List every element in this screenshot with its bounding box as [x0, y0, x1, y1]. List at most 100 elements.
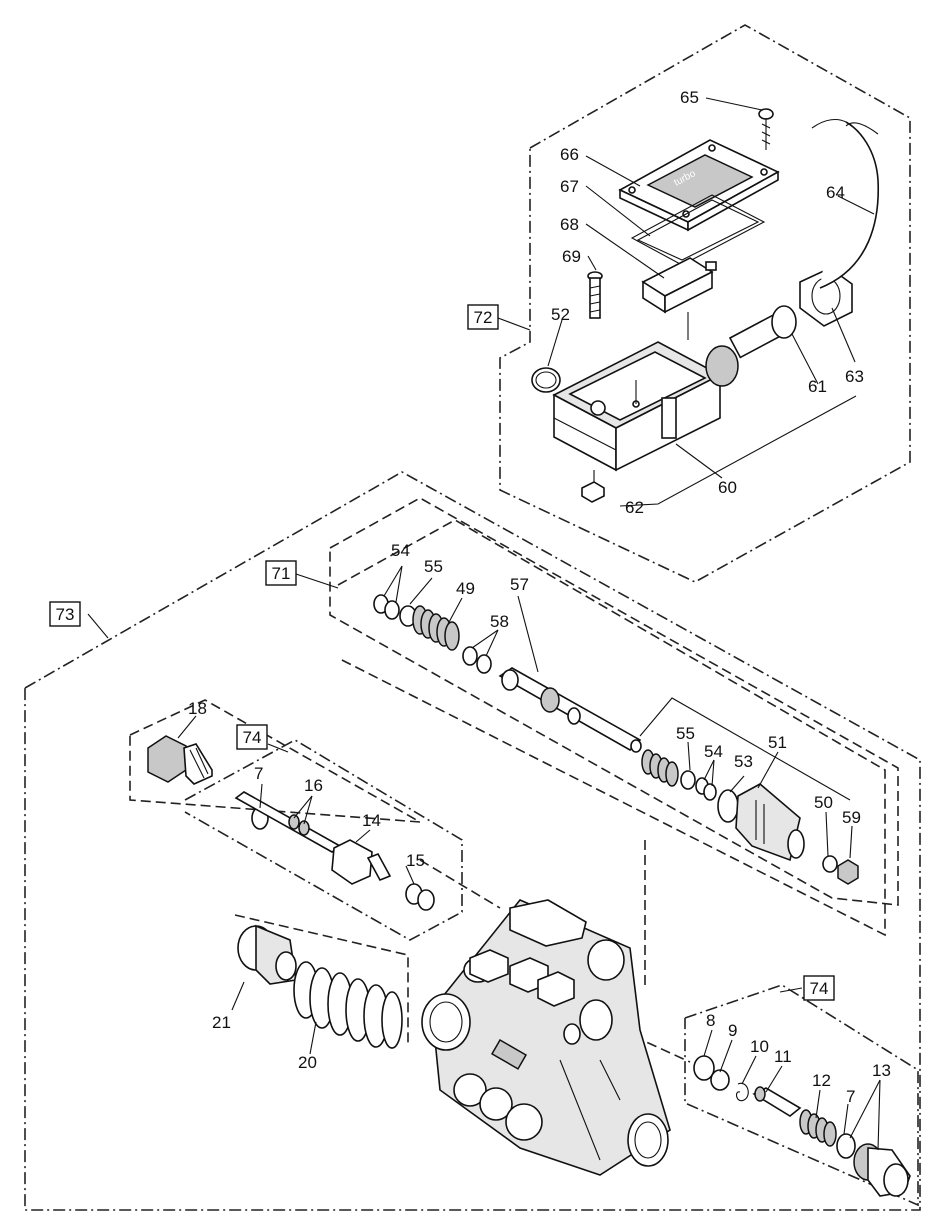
callout-63: 63 — [845, 367, 864, 386]
cord-64 — [819, 121, 880, 289]
callout-49: 49 — [456, 579, 475, 598]
callout-18: 18 — [188, 699, 207, 718]
connector-line — [419, 859, 501, 909]
callout-51: 51 — [768, 733, 787, 752]
oring-15b — [417, 889, 435, 911]
callout-7-right: 7 — [846, 1087, 855, 1106]
callout-58: 58 — [490, 612, 509, 631]
callout-55-mid: 55 — [676, 724, 695, 743]
callout-64: 64 — [826, 183, 845, 202]
callout-74-right: 74 — [810, 979, 829, 998]
callout-21: 21 — [212, 1013, 231, 1032]
callout-16: 16 — [304, 776, 323, 795]
callout-57: 57 — [510, 575, 529, 594]
seat-14 — [331, 839, 392, 885]
callout-71: 71 — [272, 564, 291, 583]
washer-50 — [822, 855, 838, 873]
boundary-71-inner — [337, 519, 886, 937]
callout-9: 9 — [728, 1021, 737, 1040]
callout-box-74-right — [803, 975, 835, 1001]
callout-68: 68 — [560, 215, 579, 234]
callout-74-left: 74 — [243, 728, 262, 747]
callout-73: 73 — [56, 605, 75, 624]
screw-65 — [758, 108, 774, 150]
boundary-71 — [329, 497, 899, 906]
fitting-61 — [705, 305, 797, 387]
wire-64a — [811, 118, 847, 129]
callout-54-top: 54 — [391, 541, 410, 560]
callout-60: 60 — [718, 478, 737, 497]
housing-60 — [552, 341, 722, 472]
callout-55-top: 55 — [424, 557, 443, 576]
sleeve-51 — [735, 783, 805, 862]
callout-13: 13 — [872, 1061, 891, 1080]
boxed-callouts: 72 71 73 74 74 — [49, 304, 835, 1001]
valve-11 — [752, 1086, 802, 1117]
callout-72: 72 — [474, 308, 493, 327]
callout-65: 65 — [680, 88, 699, 107]
microswitch-68 — [641, 257, 717, 340]
callout-66: 66 — [560, 145, 579, 164]
callout-20: 20 — [298, 1053, 317, 1072]
connector-line — [619, 1029, 691, 1063]
callout-12: 12 — [812, 1071, 831, 1090]
callout-14: 14 — [362, 811, 381, 830]
wire-64b — [845, 122, 879, 135]
callout-box-73 — [49, 601, 81, 627]
washer-7b — [836, 1133, 856, 1159]
washer-54b — [384, 600, 400, 620]
assembly-boundaries — [24, 24, 921, 1211]
cover-66: turbo — [618, 139, 780, 232]
left-valve — [147, 735, 435, 911]
cap-21 — [237, 924, 297, 985]
manifold-block — [421, 899, 671, 1176]
oring-58a — [462, 646, 478, 666]
callout-box-72 — [467, 304, 499, 330]
callout-box-71 — [265, 560, 297, 586]
callout-59: 59 — [842, 808, 861, 827]
callout-8: 8 — [706, 1011, 715, 1030]
boundary-72 — [499, 24, 911, 583]
callout-53: 53 — [734, 752, 753, 771]
clip-10 — [735, 1082, 749, 1102]
callout-15: 15 — [406, 851, 425, 870]
washer-9 — [710, 1069, 730, 1091]
gasket-67 — [630, 194, 766, 266]
callout-7-left: 7 — [254, 764, 263, 783]
callout-54-mid: 54 — [704, 742, 723, 761]
spring-55 — [641, 749, 679, 787]
right-valve — [693, 1055, 911, 1197]
callout-52: 52 — [551, 305, 570, 324]
switch-assembly: turbo — [531, 108, 880, 503]
gasket-67-inner — [636, 199, 760, 261]
spool-57 — [498, 667, 642, 753]
part-callouts: 65 66 67 68 69 52 64 63 61 60 62 54 55 4… — [188, 88, 891, 1106]
callout-10: 10 — [750, 1037, 769, 1056]
spring-20 — [293, 961, 403, 1049]
leader-lines — [87, 97, 881, 1151]
spring-12 — [799, 1109, 837, 1147]
spring-49 — [412, 605, 460, 651]
stem-16 — [234, 791, 342, 853]
plug-18 — [147, 735, 213, 785]
boundary-74-left — [184, 739, 463, 941]
washer-54d — [703, 783, 717, 801]
callout-67: 67 — [560, 177, 579, 196]
callout-61: 61 — [808, 377, 827, 396]
boundary-73 — [24, 471, 921, 1211]
screw-69 — [587, 271, 603, 319]
boundary-74-right — [684, 984, 919, 1207]
callout-50: 50 — [814, 793, 833, 812]
callout-62: 62 — [625, 498, 644, 517]
oring-58b — [476, 654, 492, 674]
callout-box-74-left — [236, 724, 268, 750]
callout-11: 11 — [774, 1047, 792, 1066]
plug-13 — [853, 1143, 911, 1197]
nut-62 — [581, 481, 605, 503]
ring-55b — [680, 770, 696, 790]
callout-69: 69 — [562, 247, 581, 266]
spool-assembly-71 — [373, 594, 859, 885]
ring-53 — [717, 789, 739, 823]
nut-59 — [837, 859, 859, 885]
